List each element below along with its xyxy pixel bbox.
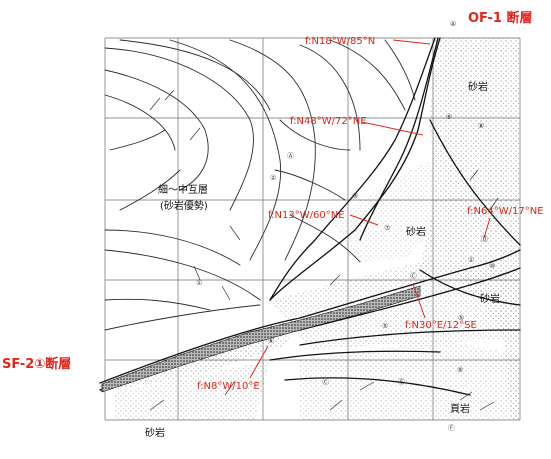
unit-mark: ④ <box>450 20 456 28</box>
rock-label-mixed-line2: (砂岩優勢) <box>160 199 208 212</box>
unit-mark: ① <box>196 279 202 287</box>
of1-fault-title: OF-1 断層 <box>468 10 533 26</box>
annotation-leaders <box>249 39 491 379</box>
fracture-ticks <box>149 89 499 411</box>
unit-mark: ③ <box>352 192 358 200</box>
unit-mark: ⑤ <box>458 314 464 322</box>
fault-traces <box>99 37 521 396</box>
grid-lines <box>104 37 521 421</box>
rock-label-sandstone-mid: 砂岩 <box>406 225 426 238</box>
unit-mark: ⑥ <box>446 113 452 121</box>
fault-gouge-band <box>101 285 421 393</box>
unit-mark: Ⓕ <box>448 424 455 432</box>
attitude-label-3: f:N13°W/60°NE <box>268 210 345 221</box>
unit-mark: Ⓓ <box>481 235 488 243</box>
attitude-label-6: f:N8°W/10°E <box>197 381 260 392</box>
unit-mark: ⑧ <box>478 122 484 130</box>
unit-mark: Ⓒ <box>322 378 329 386</box>
bedding-traces <box>104 39 416 331</box>
unit-mark: Ⓔ <box>398 378 405 386</box>
unit-mark: ② <box>270 174 276 182</box>
unit-mark: ⑩ <box>489 262 495 270</box>
unit-mark: ⑥ <box>268 337 274 345</box>
unit-mark: ⑨ <box>457 366 463 374</box>
attitude-label-1: f:N18°W/85°N <box>305 36 375 47</box>
sf2-fault-title: SF-2①断層 <box>2 356 71 372</box>
rock-label-shale: 頁岩 <box>450 402 470 415</box>
unit-mark: Ⓒ <box>410 272 417 280</box>
attitude-label-2: f:N48°W/72°NE <box>290 116 367 127</box>
attitude-label-4: f:N64°W/17°NE <box>467 206 544 217</box>
rock-label-sandstone-top: 砂岩 <box>468 80 488 93</box>
rock-label-sandstone-right: 砂岩 <box>480 292 500 305</box>
rock-label-mixed-line1: 細～中互層 <box>158 183 208 196</box>
unit-mark: ① <box>468 256 474 264</box>
unit-marks: ④ ⑥ ⑧ Ⓐ ② ③ ⑦ Ⓓ ① ⑩ Ⓒ ① ⑤ ⑤ ⑥ Ⓒ Ⓔ ⑨ Ⓕ <box>196 20 495 432</box>
rock-label-sandstone-bottom: 砂岩 <box>145 426 165 439</box>
attitude-label-5: f:N30°E/12°SE <box>405 320 477 331</box>
unit-mark: ⑤ <box>382 322 388 330</box>
unit-mark: Ⓐ <box>287 152 294 160</box>
unit-mark: ⑦ <box>384 224 390 232</box>
